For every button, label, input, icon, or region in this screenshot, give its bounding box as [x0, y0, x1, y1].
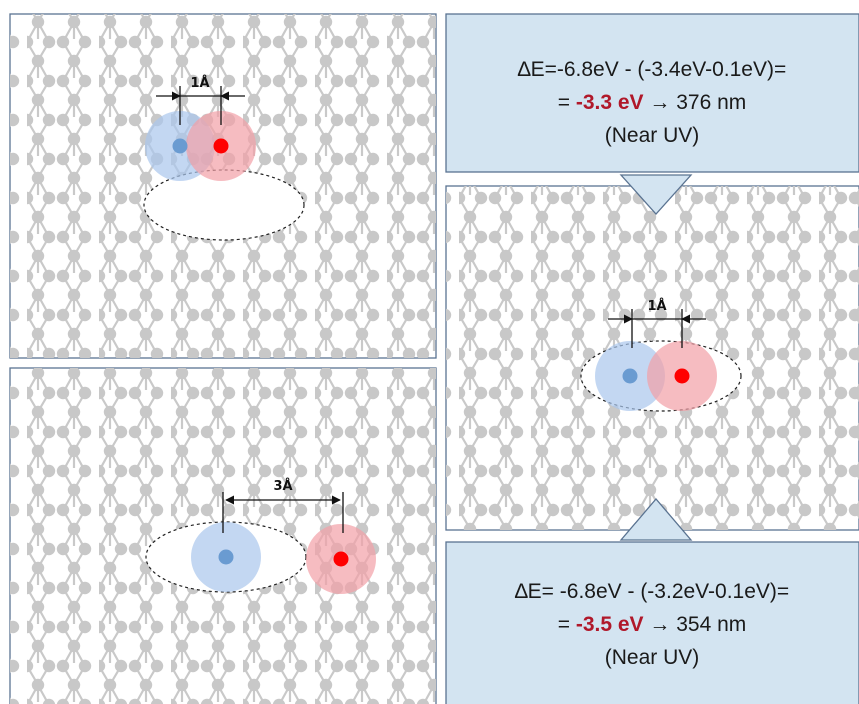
energy-calc-bottom: ∆E= -6.8eV - (-3.2eV-0.1eV)= = -3.5 eV →…: [445, 541, 859, 704]
distance-label: 1Å: [647, 298, 666, 314]
calc-top-line2: = -3.3 eV → 376 nm: [558, 91, 747, 114]
down-arrow: [619, 174, 693, 215]
hole-dot: [172, 138, 188, 154]
hole-dot: [218, 549, 234, 565]
electron-dot: [213, 138, 229, 154]
calc-bottom-line1: ∆E= -6.8eV - (-3.2eV-0.1eV)=: [515, 580, 789, 603]
distance-label: 1Å: [190, 75, 209, 91]
hole-dot: [622, 368, 638, 384]
panel-bottom-left: 3Å: [9, 367, 437, 704]
panel-top-left: 1Å: [9, 13, 437, 359]
calc-top-line1: ∆E=-6.8eV - (-3.4eV-0.1eV)=: [518, 58, 787, 81]
energy-calc-top: ∆E=-6.8eV - (-3.4eV-0.1eV)= = -3.3 eV → …: [445, 13, 859, 173]
exciton-boundary-ellipse: [143, 169, 305, 241]
distance-marker: 3Å: [222, 478, 344, 533]
panel-middle-right: 1Å: [445, 185, 859, 531]
calc-bottom-line3: (Near UV): [605, 646, 700, 669]
calc-bottom-line2: = -3.5 eV → 354 nm: [558, 613, 747, 636]
electron-dot: [674, 368, 690, 384]
calc-bottom-energy-value: -3.5 eV: [576, 613, 644, 636]
calc-box-bottom-frame: [445, 541, 859, 704]
electron-dot: [333, 551, 349, 567]
calc-box-top-frame: [445, 13, 859, 173]
calc-top-line3: (Near UV): [605, 124, 700, 147]
calc-top-energy-value: -3.3 eV: [576, 91, 644, 114]
up-arrow: [619, 497, 693, 541]
distance-marker: 1Å: [608, 298, 706, 348]
distance-marker: 1Å: [156, 75, 245, 125]
distance-label: 3Å: [273, 478, 292, 494]
